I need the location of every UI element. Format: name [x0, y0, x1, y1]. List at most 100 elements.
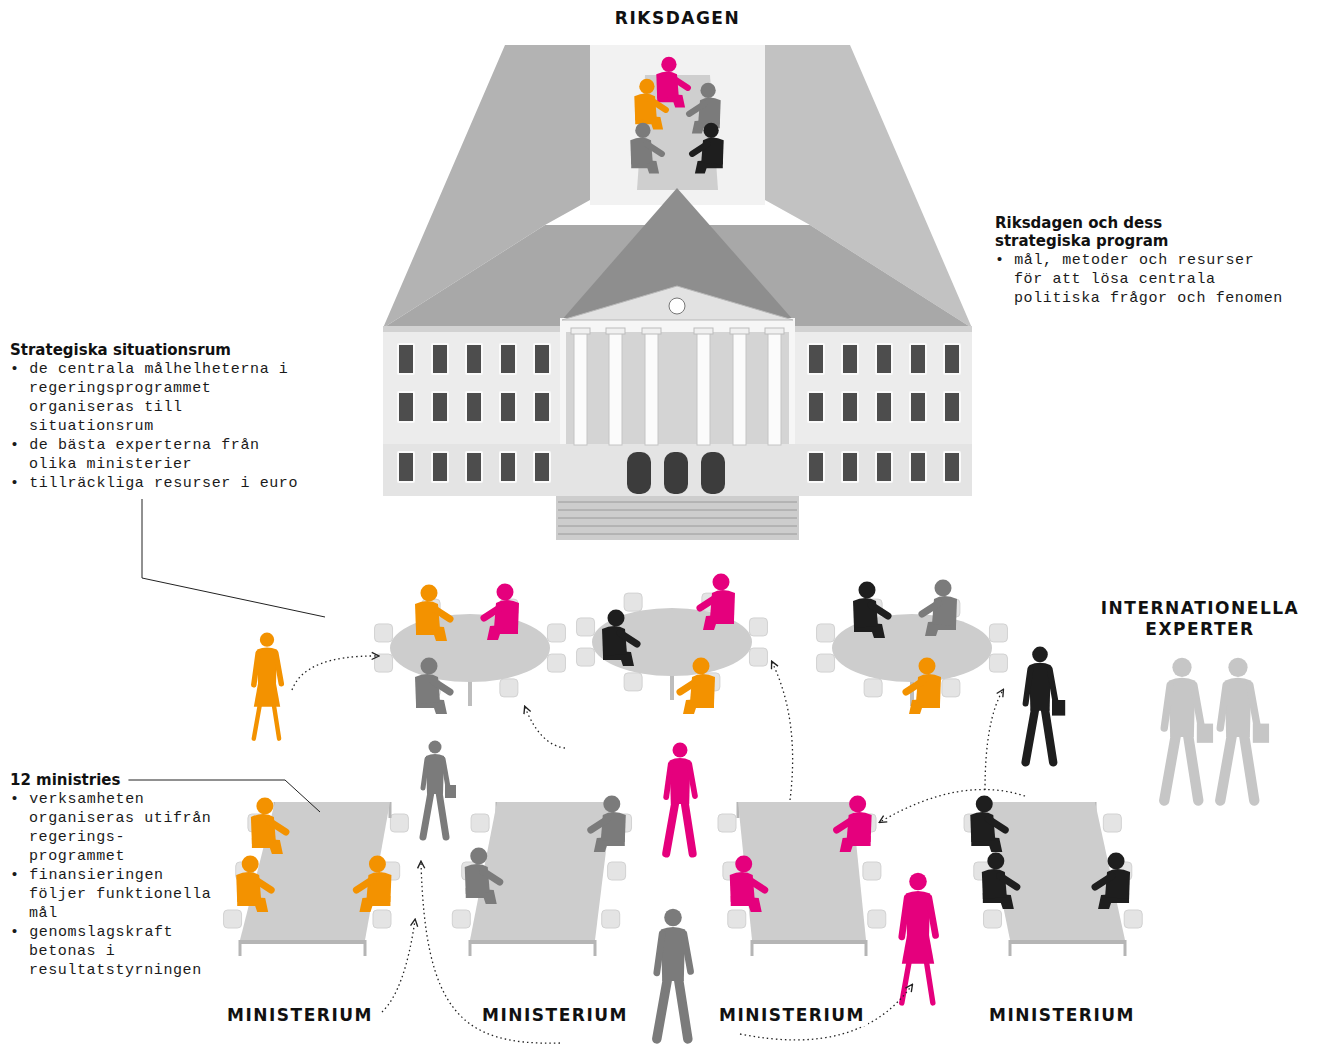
- person-arm: [276, 653, 282, 684]
- person-head: [256, 798, 273, 815]
- person-leg: [439, 792, 446, 837]
- bullet-text: • finansieringen följer funktionella mål: [10, 866, 218, 923]
- walking-person: [1220, 658, 1269, 801]
- person-arm: [906, 681, 923, 692]
- person-head: [693, 658, 710, 675]
- walking-person: [254, 633, 281, 739]
- ministry-table-art: [452, 796, 631, 957]
- person-leg: [1026, 708, 1036, 762]
- person-arm: [1164, 685, 1170, 728]
- person-head: [909, 873, 927, 891]
- person-torso: [701, 138, 724, 165]
- walking-person: [423, 741, 456, 838]
- chair: [547, 624, 565, 642]
- window: [944, 452, 960, 482]
- window: [910, 392, 926, 422]
- walking-person: [657, 909, 691, 1039]
- window: [534, 392, 550, 422]
- seated-person: [236, 856, 271, 913]
- person-leg: [678, 978, 687, 1039]
- long-table: [470, 802, 612, 940]
- ground-floor: [383, 444, 972, 496]
- window: [432, 392, 448, 422]
- chair: [817, 624, 835, 642]
- person-arm: [620, 633, 637, 644]
- briefcase: [1253, 724, 1269, 743]
- person-arm: [902, 898, 907, 937]
- step-line: [558, 534, 797, 535]
- window: [842, 344, 858, 374]
- person-torso: [366, 872, 391, 902]
- person-leg: [1164, 734, 1176, 801]
- seated-person: [730, 856, 765, 913]
- person-arm: [692, 144, 707, 154]
- ministry-table: MINISTERIUM: [692, 795, 892, 1030]
- chair: [471, 814, 489, 832]
- chair: [942, 679, 960, 697]
- callout-heading: Strategiska situationsrum: [10, 341, 231, 359]
- person-head: [703, 123, 718, 138]
- seated-person: [465, 848, 500, 905]
- person-arm: [1000, 876, 1017, 887]
- person-torso: [847, 812, 872, 842]
- step-line: [558, 518, 797, 519]
- chair: [624, 673, 642, 691]
- window: [534, 452, 550, 482]
- person-arm: [1220, 685, 1226, 728]
- person-arm: [922, 603, 939, 614]
- briefcase: [1052, 700, 1065, 716]
- person-leg: [1244, 734, 1254, 801]
- window: [398, 392, 414, 422]
- entrance-arch: [627, 452, 651, 494]
- facade: [383, 326, 972, 496]
- person-head: [919, 658, 936, 675]
- person-leg: [423, 792, 431, 837]
- building-node: RIKSDAGEN: [383, 0, 972, 548]
- window: [466, 452, 482, 482]
- person-head: [603, 796, 620, 813]
- building-details: [398, 328, 960, 534]
- chair: [868, 910, 886, 928]
- seated-person: [630, 123, 662, 174]
- window: [842, 392, 858, 422]
- seated-person: [837, 796, 872, 853]
- seated-person: [415, 585, 450, 642]
- figures: [224, 57, 1270, 1043]
- seated-person: [692, 123, 724, 174]
- person-torso: [494, 600, 519, 630]
- person-head: [421, 585, 438, 602]
- column-capital: [694, 328, 713, 334]
- person-arm: [684, 934, 691, 972]
- callout-heading: Riksdagen och dess strategiska program: [995, 214, 1210, 250]
- window: [876, 392, 892, 422]
- chair: [602, 910, 620, 928]
- label-block: INTERNATIONELLA EXPERTER: [1080, 598, 1320, 640]
- window: [500, 452, 516, 482]
- seated-person: [680, 658, 715, 715]
- ministry-label: MINISTERIUM: [224, 1005, 376, 1026]
- ministry-label: MINISTERIUM: [479, 1005, 631, 1026]
- person-arm: [254, 879, 271, 890]
- person-arm: [254, 653, 258, 685]
- seated-person: [700, 574, 735, 631]
- person-head: [1172, 658, 1191, 677]
- person-torso: [982, 869, 1007, 899]
- person-torso: [602, 626, 627, 656]
- entrance-arch: [664, 452, 688, 494]
- person-torso: [970, 812, 995, 842]
- window: [944, 344, 960, 374]
- chair: [373, 910, 391, 928]
- window: [876, 344, 892, 374]
- person-arm: [700, 597, 717, 608]
- column: [574, 330, 587, 445]
- person-torso: [465, 864, 490, 894]
- chair: [749, 618, 767, 636]
- label-block: Riksdagen och dess strategiska program• …: [995, 214, 1287, 308]
- person-torso: [690, 674, 715, 704]
- column-capital: [606, 328, 625, 334]
- person-leg: [1188, 734, 1198, 801]
- bullet-text: • mål, metoder och resurser för att lösa…: [995, 251, 1287, 308]
- person-torso: [730, 872, 755, 902]
- step-line: [558, 526, 797, 527]
- person-arm: [1194, 685, 1201, 726]
